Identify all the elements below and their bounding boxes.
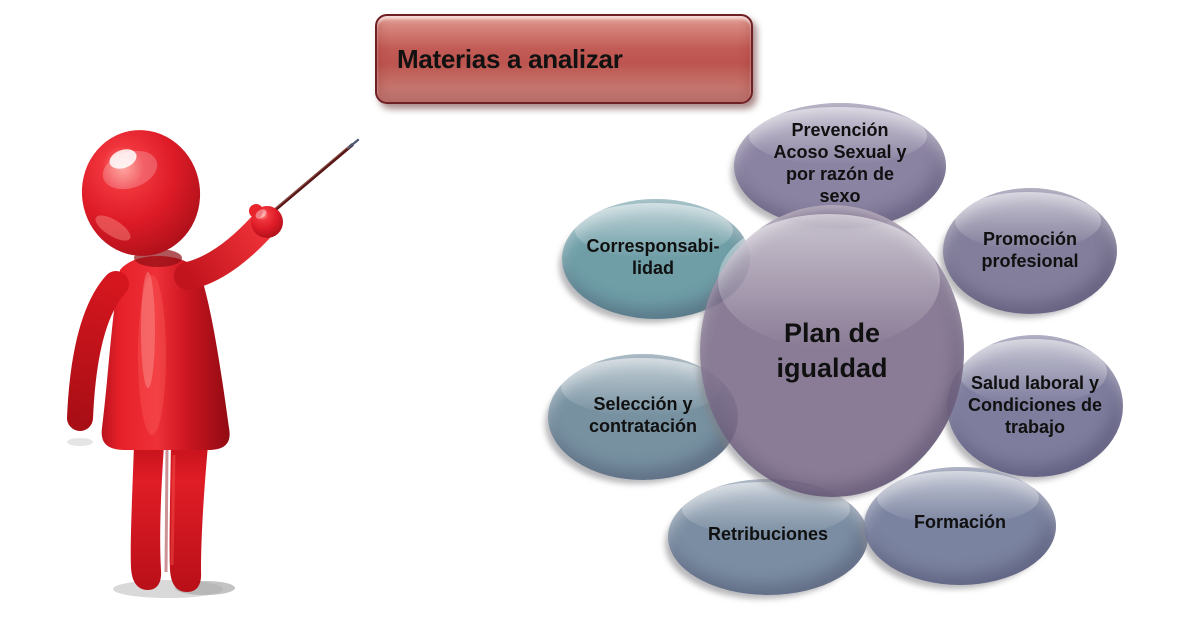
bubble-formacion <box>864 467 1056 585</box>
center-node-plan-de-igualdad <box>700 205 964 497</box>
figure-shadow <box>67 438 235 598</box>
title-text: Materias a analizar <box>397 43 623 74</box>
figure-right-arm <box>174 212 276 290</box>
figure-body <box>101 256 230 450</box>
figure-left-arm <box>67 271 129 431</box>
bubble-promocion-profesional <box>943 188 1117 314</box>
figure-head <box>81 130 201 267</box>
figure-legs <box>130 445 208 592</box>
figure-hand <box>249 204 283 238</box>
bubble-salud-laboral <box>947 335 1123 477</box>
bubble-corresponsabilidad <box>562 199 750 319</box>
bubble-seleccion-contratacion <box>548 354 738 480</box>
title-banner: Materias a analizar <box>375 14 753 104</box>
pointer-stick <box>267 138 360 217</box>
